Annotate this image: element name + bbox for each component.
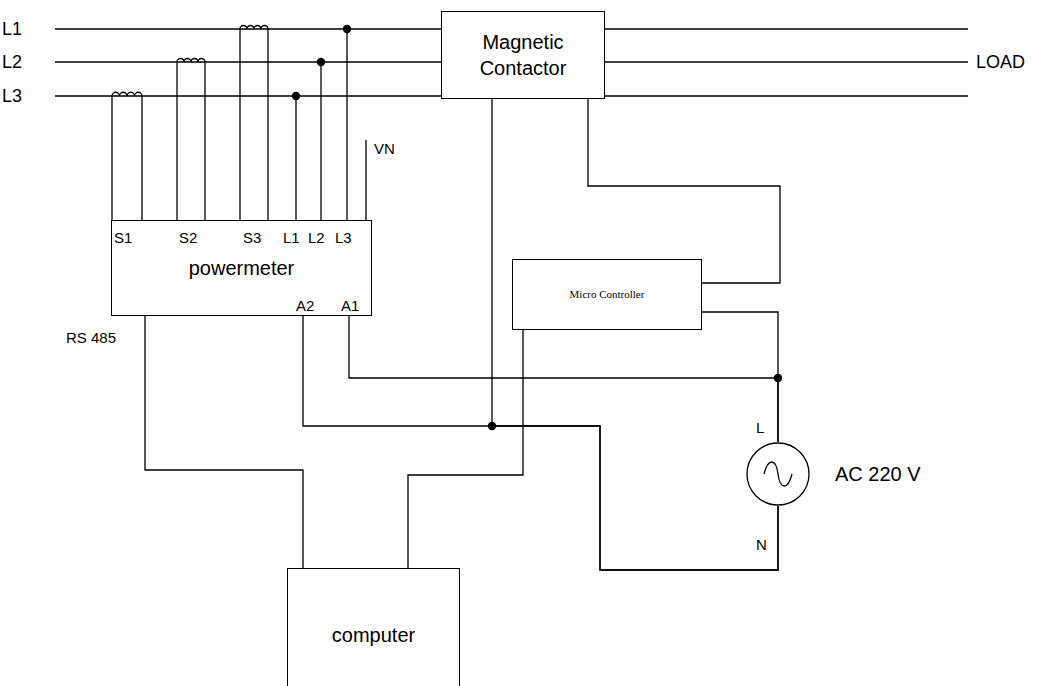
ct-lead [239, 29, 240, 220]
phase-line [55, 28, 441, 29]
voltage-tap [295, 96, 296, 220]
microcontroller-box: Micro Controller [512, 259, 702, 330]
powermeter-box: powermeter [111, 220, 372, 316]
wire [349, 316, 778, 442]
current-transformer-coil [177, 59, 205, 62]
junction-dots [292, 25, 351, 100]
terminal-name: L [756, 420, 764, 435]
wire [588, 99, 780, 283]
sine-wave [764, 462, 792, 486]
pin-name: L2 [308, 230, 325, 245]
ct-lead [176, 62, 177, 220]
wire [303, 316, 778, 570]
junction-dot [317, 58, 325, 66]
phase-name: L1 [2, 20, 22, 38]
box-label: Micro Controller [570, 287, 645, 301]
current-transformer-coil [240, 26, 268, 29]
voltage-taps [296, 29, 366, 220]
ct-lead [267, 29, 268, 220]
junction-dot [292, 92, 300, 100]
ct-lead [204, 62, 205, 220]
phase-line [55, 95, 441, 96]
phase-line [55, 61, 441, 62]
pin-name: S2 [179, 230, 197, 245]
pin-name: L3 [335, 230, 352, 245]
ct-coils [112, 26, 268, 97]
port-name: RS 485 [66, 330, 116, 345]
pin-name: L1 [283, 230, 300, 245]
pin-name: S1 [114, 230, 132, 245]
box-label: computer [332, 622, 415, 648]
voltage-tap [320, 62, 321, 220]
pin-name: A1 [341, 298, 359, 313]
terminal-name: VN [374, 141, 395, 156]
ac-source-symbol [746, 442, 810, 506]
source-label: AC 220 V [835, 461, 921, 487]
box-label: Magnetic Contactor [442, 29, 604, 81]
voltage-tap [346, 29, 347, 220]
ct-lead [141, 96, 142, 220]
phase-name: L2 [2, 53, 22, 71]
wire [145, 316, 303, 568]
current-transformer-coil [112, 92, 142, 96]
phase-line [591, 95, 968, 96]
phase-line [591, 28, 968, 29]
wire [408, 330, 523, 568]
source-circle [747, 443, 809, 505]
junction-dot [488, 422, 496, 430]
phase-line [591, 61, 968, 62]
phase-name: L3 [2, 87, 22, 105]
neutral-tap [365, 140, 366, 220]
ct-lead [111, 96, 112, 220]
ac-source-circle: AC 220 V [746, 442, 810, 506]
load-label: LOAD [976, 53, 1025, 71]
junction-dot [343, 25, 351, 33]
junction-dot [774, 374, 782, 382]
computer-box: computer [287, 568, 460, 686]
pin-name: S3 [243, 230, 261, 245]
wire [492, 99, 778, 570]
pin-name: A2 [296, 298, 314, 313]
terminal-name: N [756, 537, 767, 552]
ct-leads [112, 29, 268, 220]
contactor-box: Magnetic Contactor [441, 11, 605, 99]
wire [702, 312, 778, 442]
box-label: powermeter [189, 255, 295, 281]
